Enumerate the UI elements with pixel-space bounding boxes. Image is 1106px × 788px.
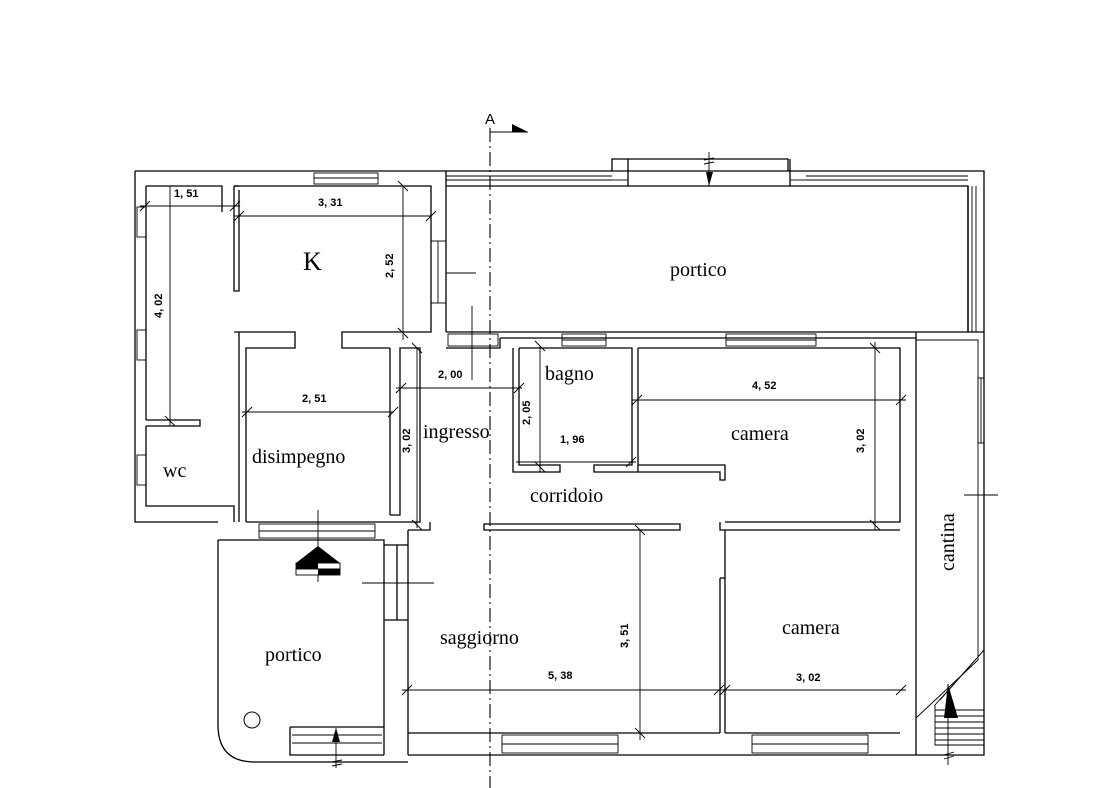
room-labels: K portico wc disimpegno ingresso bagno c…	[163, 247, 959, 666]
dim-k-height: 2, 52	[384, 254, 396, 278]
dim-camera-2-width: 3, 02	[796, 672, 820, 684]
room-label-corridoio: corridoio	[530, 485, 603, 507]
section-marker-label: A	[485, 111, 495, 128]
room-label-disimpegno: disimpegno	[252, 446, 345, 468]
room-label-camera-1: camera	[731, 423, 789, 445]
room-label-portico-top: portico	[670, 259, 727, 281]
room-label-portico-bottom: portico	[265, 644, 322, 666]
dimension-labels: 1, 51 4, 02 3, 31 2, 52 2, 51 3, 02 2, 0…	[153, 188, 867, 684]
room-label-cantina: cantina	[937, 513, 959, 571]
dimension-lines	[139, 180, 907, 740]
dim-saggiorno-width: 5, 38	[548, 670, 572, 682]
room-label-wc: wc	[163, 460, 186, 482]
dim-wc-height: 4, 02	[153, 294, 165, 318]
stairs	[292, 152, 985, 768]
room-label-ingresso: ingresso	[423, 421, 490, 443]
dim-ingresso-width: 2, 00	[438, 369, 462, 381]
room-label-camera-2: camera	[782, 617, 840, 639]
dim-wc-width: 1, 51	[174, 188, 198, 200]
dim-camera-1-height: 3, 02	[855, 429, 867, 453]
dim-camera-1-width: 4, 52	[752, 380, 776, 392]
room-label-saggiorno: saggiorno	[440, 627, 519, 649]
windows	[136, 158, 985, 754]
room-label-k: K	[303, 247, 322, 276]
interior-walls	[145, 185, 916, 763]
dim-disimpegno-height: 3, 02	[401, 429, 413, 453]
outer-walls	[134, 170, 985, 756]
column-circle	[243, 711, 261, 729]
room-label-bagno: bagno	[545, 363, 594, 385]
dim-saggiorno-height: 3, 51	[619, 624, 631, 648]
dim-disimpegno-width: 2, 51	[302, 393, 326, 405]
section-line-a: A	[485, 111, 528, 788]
north-symbol	[295, 510, 341, 582]
misc-marks	[243, 272, 998, 729]
dim-bagno-width: 1, 96	[560, 434, 584, 446]
dim-k-width: 3, 31	[318, 197, 342, 209]
dim-bagno-height: 2, 05	[521, 401, 533, 425]
